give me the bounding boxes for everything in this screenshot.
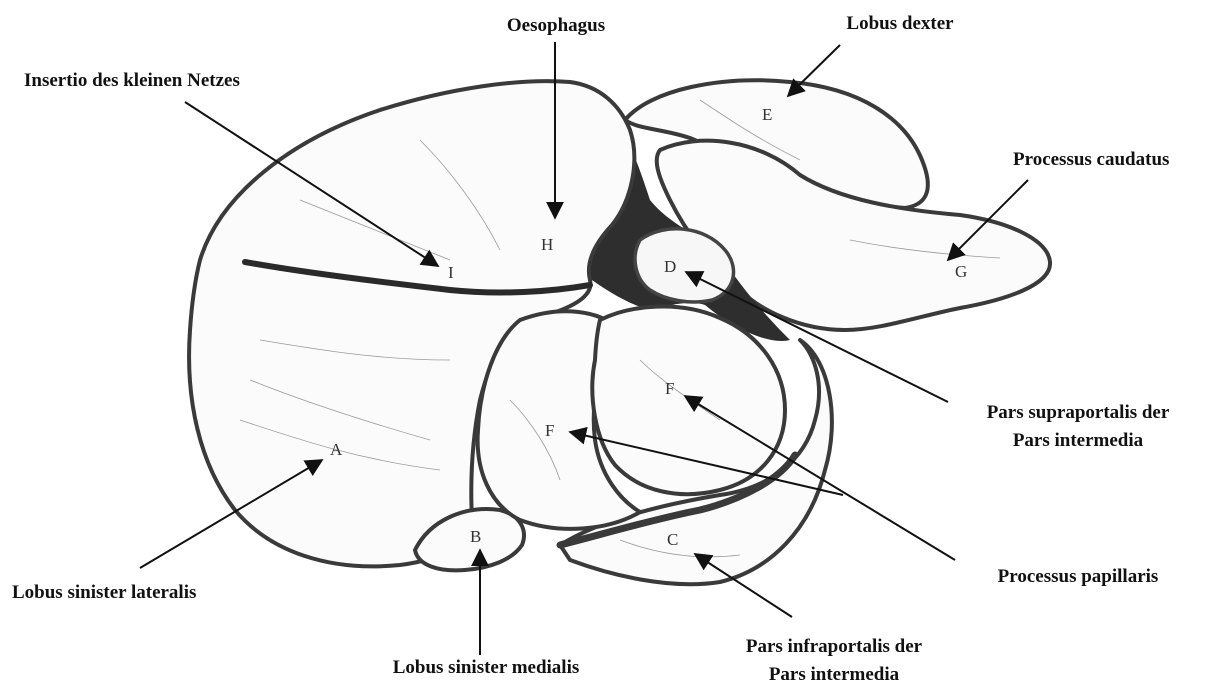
label-processus-caudatus: Processus caudatus (1013, 149, 1169, 170)
letter-c: C (667, 530, 678, 549)
letter-f-left: F (545, 421, 554, 440)
liver-illustration (189, 80, 1050, 584)
label-processus-papillaris: Processus papillaris (998, 566, 1159, 587)
label-lobus-sinister-medialis: Lobus sinister medialis (393, 657, 580, 678)
label-pars-supraportalis-line2: Pars intermedia (1013, 430, 1144, 451)
letter-f-right: F (665, 379, 674, 398)
label-lobus-dexter: Lobus dexter (846, 13, 954, 34)
label-insertio: Insertio des kleinen Netzes (24, 70, 240, 91)
label-oesophagus: Oesophagus (507, 15, 605, 36)
label-pars-supraportalis-line1: Pars supraportalis der (987, 402, 1170, 423)
label-pars-infraportalis-line2: Pars intermedia (769, 664, 900, 685)
letter-b: B (470, 527, 481, 546)
label-lobus-sinister-lateralis: Lobus sinister lateralis (12, 582, 196, 603)
letter-a: A (330, 440, 343, 459)
letter-h: H (541, 235, 553, 254)
letter-i: I (448, 263, 454, 282)
letter-d: D (664, 257, 676, 276)
label-pars-infraportalis-line1: Pars infraportalis der (746, 636, 923, 657)
letter-g: G (955, 262, 967, 281)
letter-e: E (762, 105, 772, 124)
